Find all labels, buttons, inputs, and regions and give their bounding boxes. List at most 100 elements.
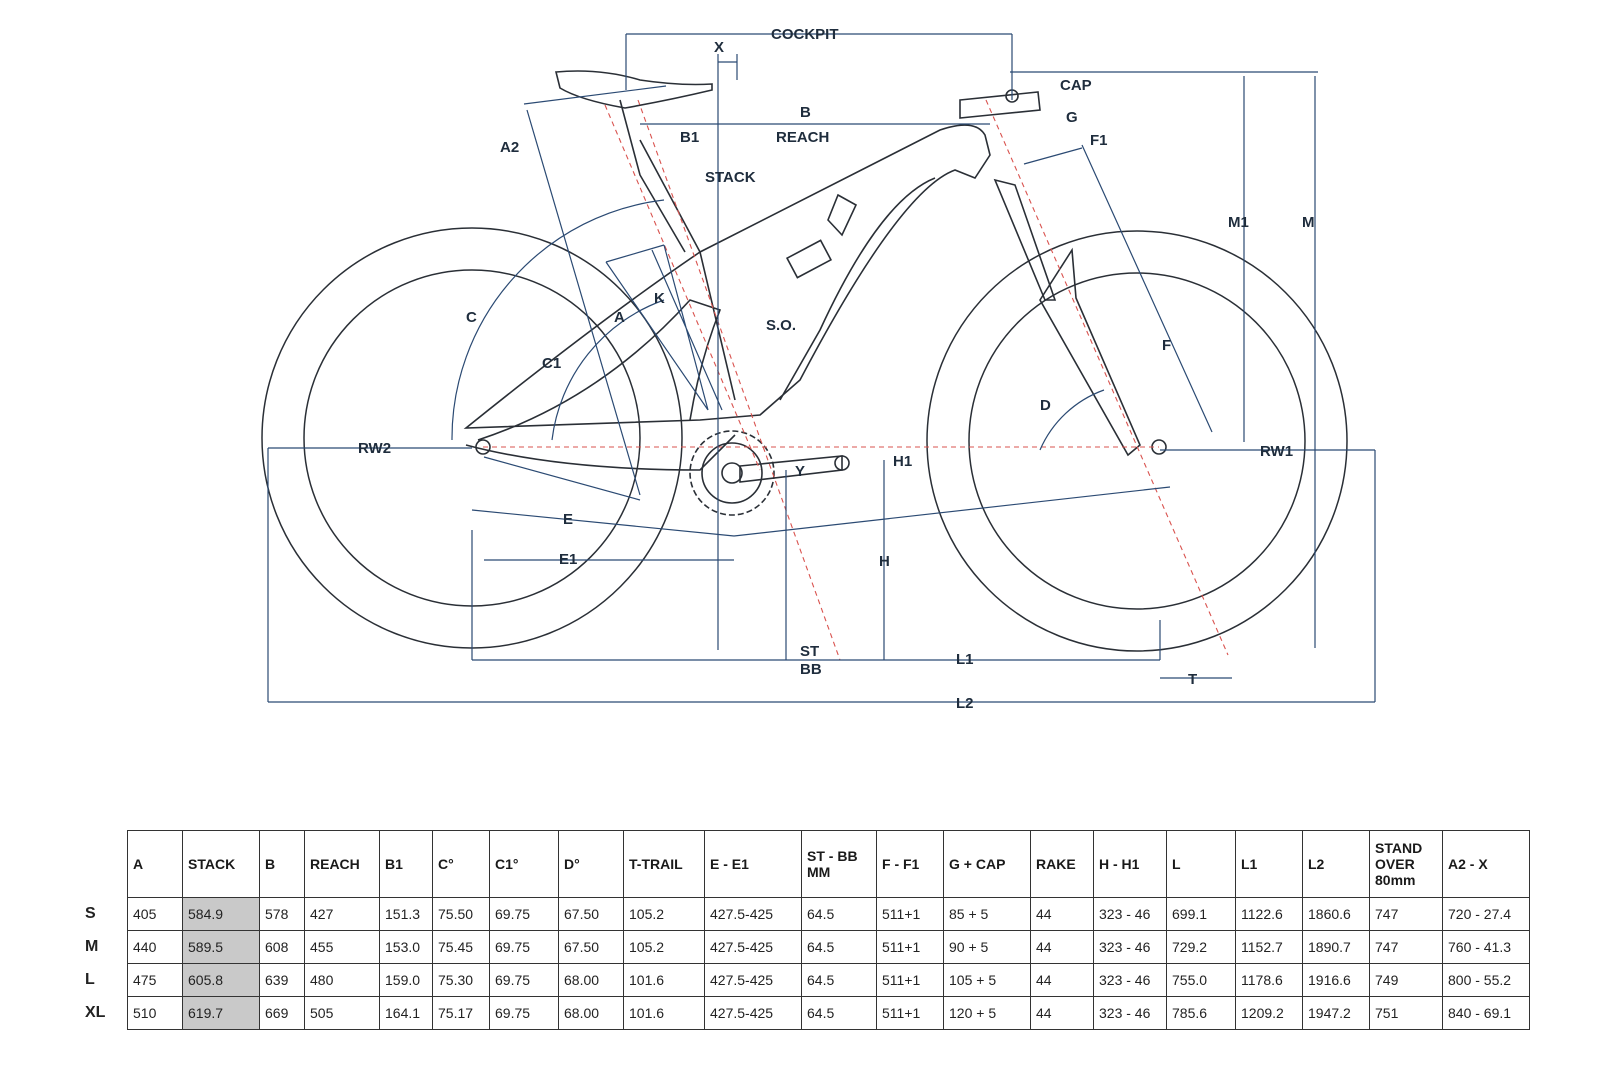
table-header: F - F1 <box>876 830 944 898</box>
table-header: B1 <box>379 830 433 898</box>
table-header: STAND OVER 80mm <box>1369 830 1443 898</box>
table-cell: 105 + 5 <box>943 963 1031 997</box>
table-cell: 69.75 <box>489 963 559 997</box>
table-cell: 511+1 <box>876 996 944 1030</box>
table-cell: 323 - 46 <box>1093 930 1167 964</box>
table-cell: 85 + 5 <box>943 897 1031 931</box>
table-header: L2 <box>1302 830 1370 898</box>
table-cell: 105.2 <box>623 897 705 931</box>
table-cell: 323 - 46 <box>1093 996 1167 1030</box>
label-f: F <box>1162 337 1171 354</box>
table-cell: 90 + 5 <box>943 930 1031 964</box>
label-e: E <box>563 511 573 528</box>
table-header: ST - BB MM <box>801 830 877 898</box>
table-cell: 153.0 <box>379 930 433 964</box>
table-cell: 589.5 <box>182 930 260 964</box>
table-header: L <box>1166 830 1236 898</box>
table-cell: 760 - 41.3 <box>1442 930 1530 964</box>
label-b: B <box>800 104 811 121</box>
label-m1: M1 <box>1228 214 1249 231</box>
table-header: C1° <box>489 830 559 898</box>
table-cell: 323 - 46 <box>1093 897 1167 931</box>
label-rw2: RW2 <box>358 440 391 457</box>
label-st: ST <box>800 643 819 660</box>
label-g: G <box>1066 109 1078 126</box>
front-wheel <box>926 230 1348 652</box>
table-cell: 511+1 <box>876 930 944 964</box>
rear-axle <box>475 439 491 455</box>
table-header: RAKE <box>1030 830 1094 898</box>
table-cell: 1178.6 <box>1235 963 1303 997</box>
table-cell: 511+1 <box>876 963 944 997</box>
label-l2: L2 <box>956 695 974 712</box>
table-cell: 75.30 <box>432 963 490 997</box>
table-cell: 69.75 <box>489 897 559 931</box>
table-cell: 747 <box>1369 897 1443 931</box>
table-cell: 1152.7 <box>1235 930 1303 964</box>
label-a2: A2 <box>500 139 519 156</box>
table-header: G + CAP <box>943 830 1031 898</box>
table-header: REACH <box>304 830 380 898</box>
table-cell: 69.75 <box>489 930 559 964</box>
table-cell: 69.75 <box>489 996 559 1030</box>
table-cell: 605.8 <box>182 963 260 997</box>
table-cell: 67.50 <box>558 897 624 931</box>
table-header: L1 <box>1235 830 1303 898</box>
table-cell: 405 <box>127 897 183 931</box>
label-k: K <box>654 290 665 307</box>
label-cockpit: COCKPIT <box>771 26 839 43</box>
table-cell: 749 <box>1369 963 1443 997</box>
label-cap: CAP <box>1060 77 1092 94</box>
table-cell: 44 <box>1030 930 1094 964</box>
table-cell: 608 <box>259 930 305 964</box>
table-cell: 427.5-425 <box>704 963 802 997</box>
construction-lines <box>483 99 1229 661</box>
table-cell: 64.5 <box>801 996 877 1030</box>
label-bb: BB <box>800 661 822 678</box>
dimension-lines <box>267 33 1376 703</box>
table-cell: 101.6 <box>623 996 705 1030</box>
table-cell: 44 <box>1030 996 1094 1030</box>
table-cell: 67.50 <box>558 930 624 964</box>
table-cell: 159.0 <box>379 963 433 997</box>
chainring <box>689 430 850 516</box>
table-cell: 578 <box>259 897 305 931</box>
label-x: X <box>714 39 724 56</box>
table-cell: 120 + 5 <box>943 996 1031 1030</box>
label-e1: E1 <box>559 551 577 568</box>
label-m: M <box>1302 214 1315 231</box>
label-rw1: RW1 <box>1260 443 1293 460</box>
size-label: XL <box>85 1004 106 1021</box>
table-header: H - H1 <box>1093 830 1167 898</box>
table-cell: 475 <box>127 963 183 997</box>
table-header: STACK <box>182 830 260 898</box>
table-header: A <box>127 830 183 898</box>
table-cell: 729.2 <box>1166 930 1236 964</box>
table-cell: 440 <box>127 930 183 964</box>
table-cell: 1860.6 <box>1302 897 1370 931</box>
table-cell: 747 <box>1369 930 1443 964</box>
table-cell: 164.1 <box>379 996 433 1030</box>
table-cell: 101.6 <box>623 963 705 997</box>
table-cell: 480 <box>304 963 380 997</box>
table-cell: 64.5 <box>801 897 877 931</box>
label-c1: C1 <box>542 355 561 372</box>
table-cell: 427.5-425 <box>704 996 802 1030</box>
table-cell: 75.45 <box>432 930 490 964</box>
table-cell: 505 <box>304 996 380 1030</box>
label-l1: L1 <box>956 651 974 668</box>
label-t: T <box>1188 671 1197 688</box>
label-y: Y <box>795 463 805 480</box>
label-d: D <box>1040 397 1051 414</box>
table-cell: 1916.6 <box>1302 963 1370 997</box>
table-cell: 785.6 <box>1166 996 1236 1030</box>
table-cell: 510 <box>127 996 183 1030</box>
geometry-table: A STACK B REACH B1 C° C1° D° T-TRAIL E -… <box>85 830 1530 1030</box>
table-corner <box>85 831 128 898</box>
table-header: C° <box>432 830 490 898</box>
table-cell: 151.3 <box>379 897 433 931</box>
table-cell: 427.5-425 <box>704 930 802 964</box>
